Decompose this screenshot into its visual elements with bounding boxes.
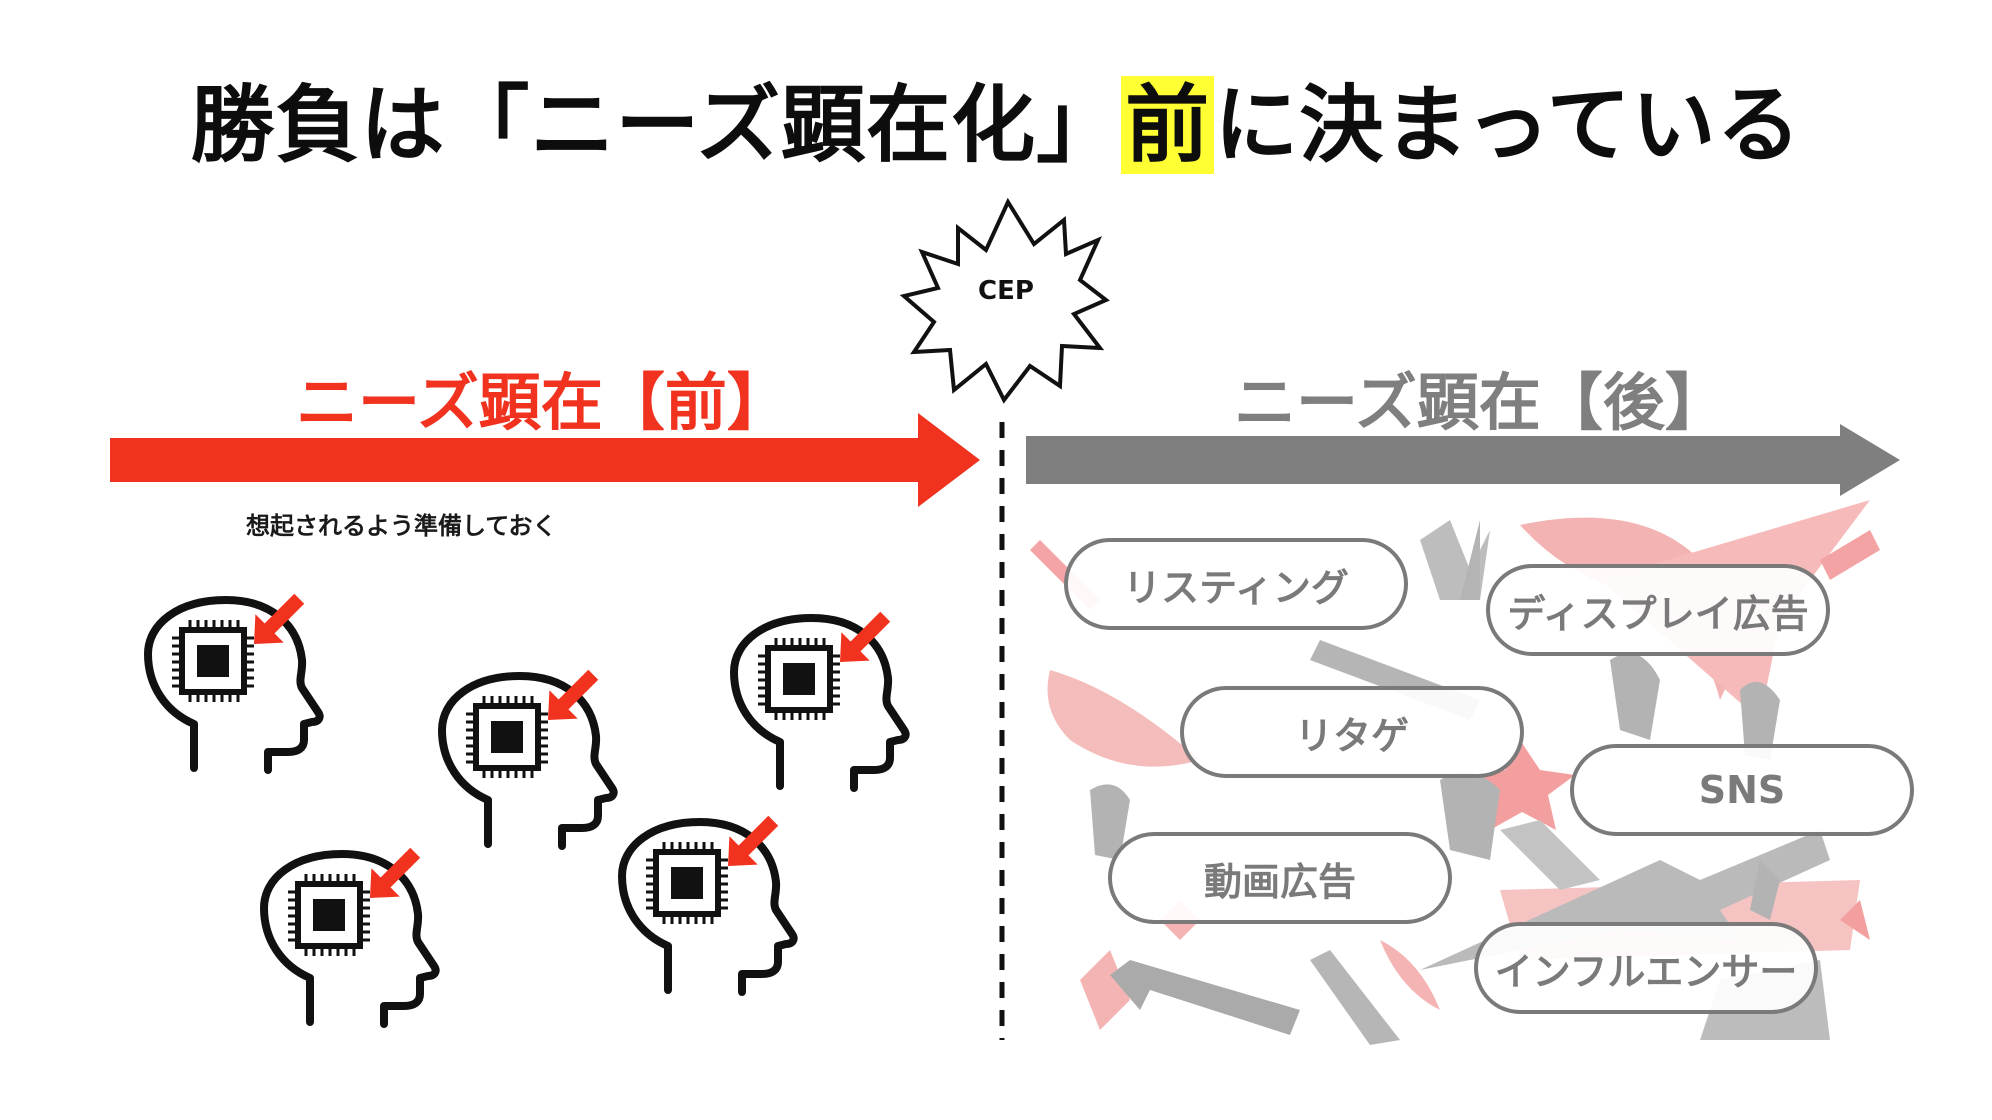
- channel-display-ads: ディスプレイ広告: [1486, 564, 1830, 656]
- page-title: 勝負は「ニーズ顕在化」前に決まっている: [0, 58, 1992, 179]
- before-arrow: [110, 413, 980, 507]
- explosion-burst-icon: [899, 197, 1110, 404]
- title-after: に決まっている: [1214, 76, 1802, 174]
- title-before: 勝負は「ニーズ顕在化」: [190, 76, 1122, 174]
- channel-influencer: インフルエンサー: [1474, 922, 1818, 1014]
- channel-listing: リスティング: [1064, 538, 1408, 630]
- head-with-chip-icon: [734, 603, 906, 788]
- before-note: 想起されるよう準備しておく: [246, 512, 557, 540]
- after-section-label: ニーズ顕在【後】: [1234, 366, 1727, 439]
- before-section-label: ニーズ顕在【前】: [296, 366, 789, 439]
- cep-label: CEP: [978, 276, 1034, 306]
- head-with-chip-icon: [148, 585, 320, 770]
- head-with-chip-icon: [442, 661, 614, 846]
- title-highlight: 前: [1121, 76, 1215, 174]
- head-with-chip-icon: [622, 807, 794, 992]
- head-with-chip-icon: [264, 839, 436, 1024]
- channel-video-ads: 動画広告: [1108, 832, 1452, 924]
- channel-sns: SNS: [1570, 744, 1914, 836]
- after-arrow: [1026, 424, 1900, 496]
- channel-retargeting: リタゲ: [1180, 686, 1524, 778]
